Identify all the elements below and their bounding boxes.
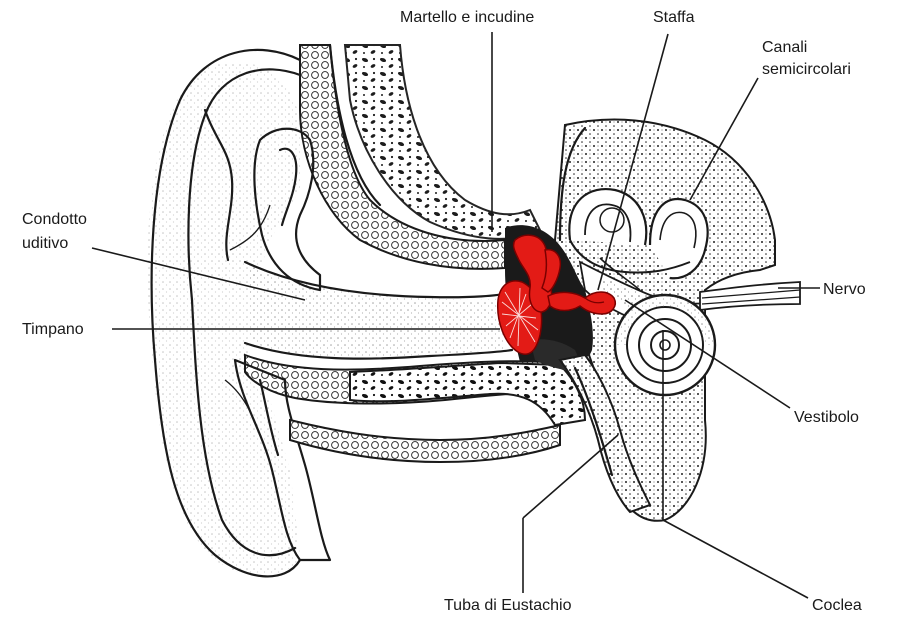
auditory-nerve [700, 282, 800, 310]
label-canali-line1: Canali [762, 39, 807, 56]
label-canali-line2: semicircolari [762, 61, 851, 78]
label-condotto-line2: uditivo [22, 235, 68, 252]
cochlea [615, 295, 715, 395]
label-condotto-line1: Condotto [22, 211, 87, 228]
label-vestibolo: Vestibolo [794, 409, 859, 426]
label-coclea: Coclea [812, 597, 862, 614]
label-timpano: Timpano [22, 321, 84, 338]
label-nervo: Nervo [823, 281, 866, 298]
leader-coclea-b [663, 520, 808, 598]
label-staffa: Staffa [653, 9, 695, 26]
upper-canal-wall [254, 45, 540, 290]
label-tuba-eustachio: Tuba di Eustachio [444, 597, 572, 614]
ear-canal [245, 262, 512, 359]
label-martello-incudine: Martello e incudine [400, 9, 534, 26]
